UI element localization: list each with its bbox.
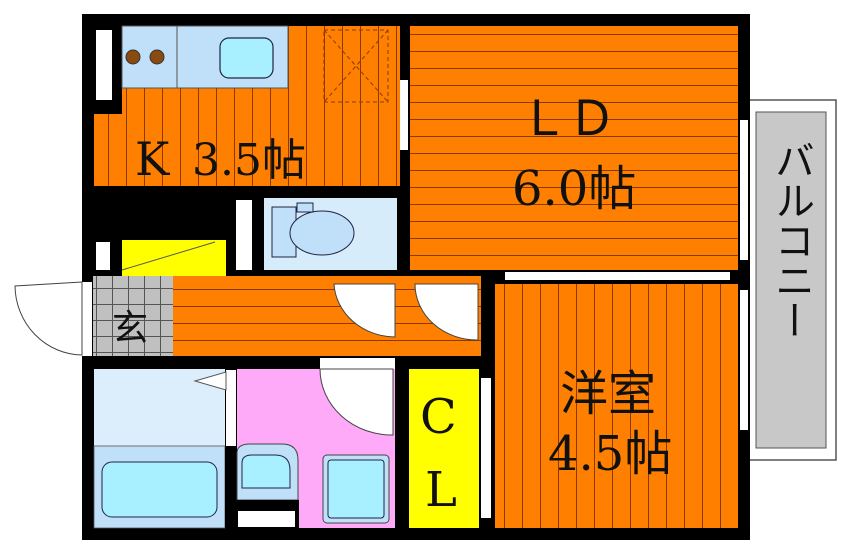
sink-icon bbox=[219, 37, 274, 79]
western-room-name: 洋室 bbox=[560, 366, 656, 422]
washroom bbox=[236, 358, 395, 528]
washroom-door[interactable] bbox=[319, 368, 394, 436]
western-room: 洋室 4.5帖 bbox=[495, 284, 748, 528]
balcony: バルコニー bbox=[747, 99, 837, 461]
entrance: 玄 bbox=[93, 276, 173, 356]
stove-burner-icon bbox=[125, 49, 141, 65]
entrance-door[interactable] bbox=[14, 281, 83, 356]
closet: C L bbox=[409, 369, 491, 528]
living-dining: ＬＤ 6.0帖 bbox=[400, 26, 748, 270]
bathroom bbox=[93, 369, 237, 529]
entrance-label: 玄 bbox=[112, 308, 148, 349]
closet-label-top: C bbox=[420, 389, 457, 445]
western-room-size: 4.5帖 bbox=[548, 426, 672, 482]
bathtub-icon bbox=[101, 461, 218, 518]
kitchen-size: 3.5帖 bbox=[192, 135, 306, 186]
kitchen-name: K bbox=[135, 132, 171, 186]
balcony-label: バルコニー bbox=[768, 140, 814, 340]
ld-name: ＬＤ bbox=[520, 91, 616, 147]
storage bbox=[122, 240, 226, 276]
kitchen: K 3.5帖 bbox=[94, 25, 400, 186]
stove-burner-icon bbox=[149, 49, 165, 65]
ld-size: 6.0帖 bbox=[512, 161, 636, 217]
ld-door[interactable] bbox=[414, 283, 479, 341]
toilet bbox=[226, 186, 410, 284]
toilet-door[interactable] bbox=[333, 283, 396, 338]
closet-label-bottom: L bbox=[425, 462, 457, 518]
